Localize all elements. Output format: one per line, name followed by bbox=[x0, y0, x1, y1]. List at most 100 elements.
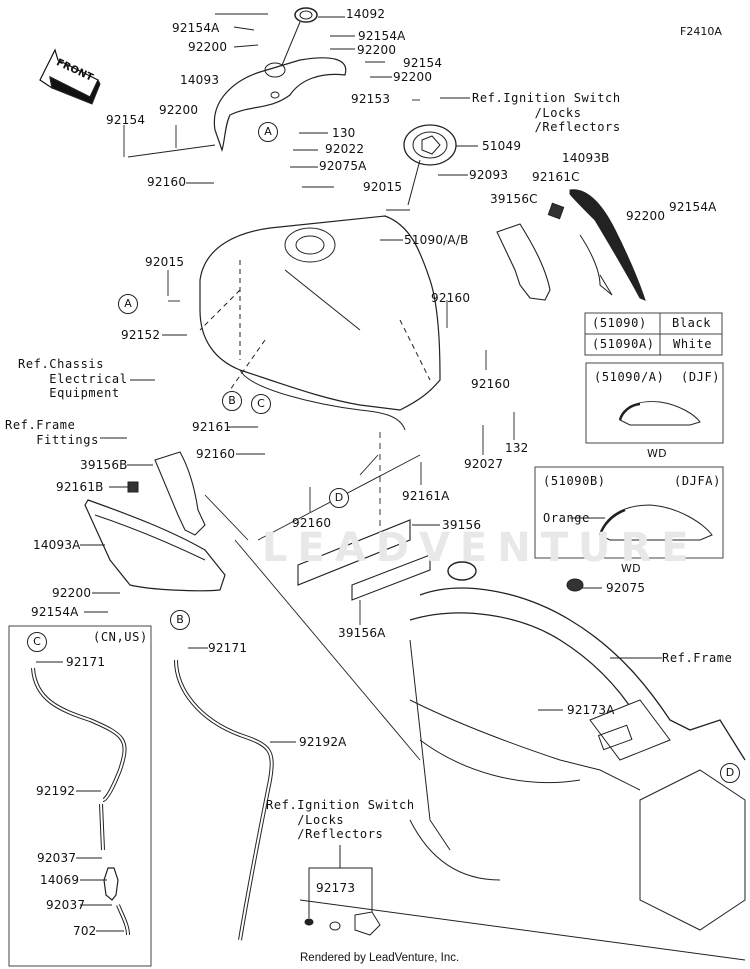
part-label[interactable]: 92154A bbox=[358, 29, 406, 43]
tank-cover-14093-part bbox=[213, 57, 347, 152]
figure-id: F2410A bbox=[680, 25, 722, 38]
part-label[interactable]: 92160 bbox=[147, 175, 187, 189]
part-label[interactable]: 92200 bbox=[52, 586, 92, 600]
callout-b: B bbox=[170, 610, 190, 630]
part-label[interactable]: 92154 bbox=[403, 56, 443, 70]
part-label[interactable]: 92160 bbox=[431, 291, 471, 305]
ref-chassis-electrical[interactable]: Ref.Chassis Electrical Equipment bbox=[18, 357, 128, 400]
hose-92192a-part bbox=[174, 659, 274, 941]
part-label[interactable]: 92037 bbox=[46, 898, 86, 912]
ignition-hardware-92173-part bbox=[304, 845, 381, 936]
fuel-cap-assembly-51049-part bbox=[403, 124, 457, 206]
variant-2-code: (DJFA) bbox=[674, 474, 721, 488]
inset-market-label: (CN,US) bbox=[93, 630, 148, 644]
part-label[interactable]: 92173A bbox=[567, 703, 615, 717]
part-label[interactable]: 51090/A/B bbox=[404, 233, 469, 247]
callout-a: A bbox=[258, 122, 278, 142]
part-label[interactable]: 92093 bbox=[469, 168, 509, 182]
part-label[interactable]: 92015 bbox=[145, 255, 185, 269]
part-label[interactable]: 92022 bbox=[325, 142, 365, 156]
frame-part bbox=[299, 561, 746, 961]
color-table-part: (51090A) bbox=[592, 337, 655, 351]
part-label[interactable]: 14093A bbox=[33, 538, 81, 552]
pad-39156b-part bbox=[154, 451, 206, 536]
variant-2-color-label: Orange bbox=[543, 511, 590, 525]
callout-d: D bbox=[329, 488, 349, 508]
part-label[interactable]: 92200 bbox=[626, 209, 666, 223]
ref-frame[interactable]: Ref.Frame bbox=[662, 651, 733, 665]
part-label[interactable]: 39156A bbox=[338, 626, 386, 640]
side-cover-14093b-part bbox=[547, 189, 646, 301]
fuel-cap-part bbox=[279, 7, 318, 71]
part-label[interactable]: 14093 bbox=[180, 73, 220, 87]
footer-credit: Rendered by LeadVenture, Inc. bbox=[300, 952, 460, 964]
part-label[interactable]: 39156B bbox=[80, 458, 128, 472]
part-label[interactable]: 92160 bbox=[292, 516, 332, 530]
part-label[interactable]: 92160 bbox=[471, 377, 511, 391]
fuel-tank-part bbox=[199, 215, 441, 431]
part-label[interactable]: 702 bbox=[73, 924, 97, 938]
part-label[interactable]: 130 bbox=[332, 126, 356, 140]
part-label[interactable]: 92161 bbox=[192, 420, 232, 434]
variant-box-1-frame bbox=[585, 362, 724, 444]
filter-14069-part bbox=[103, 867, 119, 901]
variant-box-2-frame bbox=[534, 466, 724, 559]
variant-2-part: (51090B) bbox=[543, 474, 606, 488]
part-label[interactable]: 39156 bbox=[442, 518, 482, 532]
part-label[interactable]: 92027 bbox=[464, 457, 504, 471]
part-label[interactable]: 92154A bbox=[172, 21, 220, 35]
color-table-color: White bbox=[673, 337, 713, 351]
part-label[interactable]: 14093B bbox=[562, 151, 610, 165]
part-label[interactable]: 92154 bbox=[106, 113, 146, 127]
part-label[interactable]: 92192 bbox=[36, 784, 76, 798]
part-label[interactable]: 92171 bbox=[208, 641, 248, 655]
ref-ignition-switch-top[interactable]: Ref.Ignition Switch /Locks /Reflectors bbox=[472, 91, 621, 134]
callout-c: C bbox=[251, 394, 271, 414]
callout-d: D bbox=[720, 763, 740, 783]
leader-lines bbox=[36, 13, 662, 932]
part-label[interactable]: 92200 bbox=[357, 43, 397, 57]
part-label[interactable]: 132 bbox=[505, 441, 529, 455]
pad-39156-part bbox=[297, 519, 411, 586]
part-label[interactable]: 92160 bbox=[196, 447, 236, 461]
part-label[interactable]: 92173 bbox=[316, 881, 356, 895]
variant-1-caption: WD bbox=[647, 447, 667, 460]
watermark: LEADVENTURE bbox=[262, 525, 699, 571]
hose-92192-part bbox=[31, 667, 127, 802]
variant-1-code: (DJF) bbox=[681, 370, 721, 384]
pad-39156c-part bbox=[496, 223, 551, 301]
part-label[interactable]: 92037 bbox=[37, 851, 77, 865]
variant-2-caption: WD bbox=[621, 562, 641, 575]
ref-frame-fittings[interactable]: Ref.Frame Fittings bbox=[5, 418, 99, 447]
part-label[interactable]: 14069 bbox=[40, 873, 80, 887]
variant-1-part: (51090/A) bbox=[594, 370, 665, 384]
color-table-part: (51090) bbox=[592, 316, 647, 330]
part-label[interactable]: 92015 bbox=[363, 180, 403, 194]
part-label[interactable]: 39156C bbox=[490, 192, 538, 206]
callout-c: C bbox=[27, 632, 47, 652]
part-label[interactable]: 92171 bbox=[66, 655, 106, 669]
part-label[interactable]: 92153 bbox=[351, 92, 391, 106]
inset-box-frame bbox=[8, 625, 152, 967]
part-label[interactable]: 51049 bbox=[482, 139, 522, 153]
part-label[interactable]: 92075 bbox=[606, 581, 646, 595]
callout-a: A bbox=[118, 294, 138, 314]
part-label[interactable]: 92192A bbox=[299, 735, 347, 749]
part-label[interactable]: 92200 bbox=[188, 40, 228, 54]
callout-b: B bbox=[222, 391, 242, 411]
part-label[interactable]: 92200 bbox=[393, 70, 433, 84]
part-label[interactable]: 14092 bbox=[346, 7, 386, 21]
part-label[interactable]: 92200 bbox=[159, 103, 199, 117]
ref-ignition-switch-bottom[interactable]: Ref.Ignition Switch /Locks /Reflectors bbox=[266, 798, 415, 841]
part-label[interactable]: 92161A bbox=[402, 489, 450, 503]
part-label[interactable]: 92075A bbox=[319, 159, 367, 173]
part-label[interactable]: 92161C bbox=[532, 170, 580, 184]
pad-39156a-part bbox=[351, 554, 431, 601]
part-label[interactable]: 92154A bbox=[31, 605, 79, 619]
part-label[interactable]: 92154A bbox=[669, 200, 717, 214]
side-cover-14093a-part bbox=[84, 481, 226, 592]
front-arrow-icon bbox=[39, 48, 101, 105]
part-label[interactable]: 92152 bbox=[121, 328, 161, 342]
part-label[interactable]: 92161B bbox=[56, 480, 104, 494]
